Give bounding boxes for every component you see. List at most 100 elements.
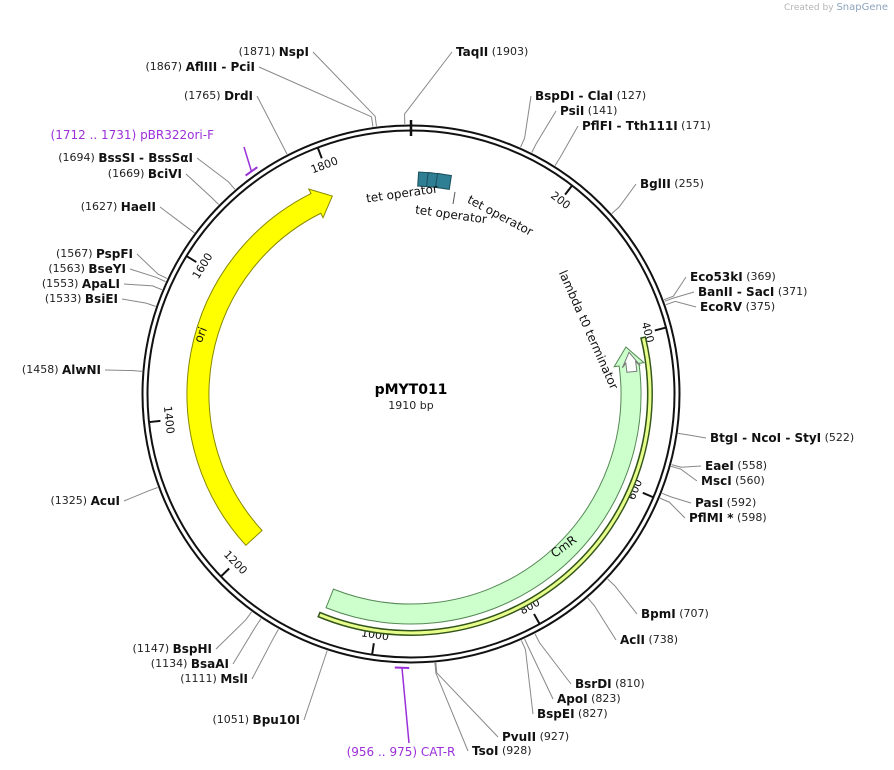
restriction-site: PasI (592) <box>661 492 756 510</box>
plasmid-length: 1910 bp <box>388 399 433 412</box>
restriction-site: (1694) BssSI - BssSαI <box>58 151 236 190</box>
enzyme-position: (369) <box>743 270 776 283</box>
tick-label: 1800 <box>309 154 340 176</box>
restriction-site: (1134) BsaAI <box>151 618 262 671</box>
restriction-site: BspEI (827) <box>520 640 608 721</box>
enzyme-position: (171) <box>678 119 711 132</box>
enzyme-name: AcuI <box>91 494 120 508</box>
enzyme-position: (522) <box>821 431 854 444</box>
restriction-site: (1567) PspFI <box>56 247 168 279</box>
restriction-site-leader <box>434 662 469 752</box>
snapgene-brand: SnapGene <box>836 2 888 13</box>
tet-operator-box <box>434 172 452 191</box>
primers: (1712 .. 1731) pBR322ori-F(956 .. 975) C… <box>51 128 456 759</box>
restriction-site: BanII - SacI (371) <box>664 285 807 302</box>
tick-mark <box>654 326 666 332</box>
enzyme-position: (1567) <box>56 247 96 260</box>
restriction-site-label: BspEI (827) <box>537 707 608 721</box>
restriction-site: (1051) Bpu10I <box>212 650 328 727</box>
enzyme-position: (375) <box>742 300 775 313</box>
restriction-site-label: BanII - SacI (371) <box>698 285 807 299</box>
enzyme-position: (592) <box>723 496 756 509</box>
restriction-site-leader <box>215 611 252 650</box>
enzyme-name: BanII - SacI <box>698 285 774 299</box>
restriction-site-label: (1871) NspI <box>239 45 309 59</box>
enzyme-name: BsrDI <box>575 677 612 691</box>
enzyme-name: TaqII <box>456 45 488 59</box>
restriction-site: (1871) NspI <box>239 45 377 127</box>
restriction-site-leader <box>671 464 702 468</box>
credit-prefix: Created by <box>784 3 834 13</box>
tick-mark <box>186 255 197 263</box>
enzyme-position: (928) <box>498 744 531 757</box>
tick-label: 200 <box>548 189 573 212</box>
enzyme-name: MscI <box>701 474 732 488</box>
enzyme-position: (1669) <box>108 167 148 180</box>
enzyme-name: AclI <box>620 633 645 647</box>
restriction-site-label: BglII (255) <box>640 177 704 191</box>
restriction-site-leader <box>435 662 499 738</box>
enzyme-name: NspI <box>279 45 309 59</box>
restriction-site: (1627) HaeII <box>81 200 195 234</box>
enzyme-name: PflFI - Tth111I <box>582 119 678 133</box>
enzyme-name: ApoI <box>557 692 588 706</box>
restriction-site: BtgI - NcoI - StyI (522) <box>678 431 854 445</box>
restriction-site-leader <box>256 95 288 155</box>
enzyme-name: TsoI <box>472 744 498 758</box>
primer-name: pBR322ori-F <box>140 128 214 142</box>
enzyme-name: AflIII - PciI <box>186 60 255 74</box>
enzyme-position: (1533) <box>45 292 85 305</box>
restriction-site-leader <box>136 253 168 279</box>
tick-mark <box>220 567 230 577</box>
enzyme-position: (1867) <box>146 60 186 73</box>
primer-range: (1712 .. 1731) <box>51 128 141 142</box>
enzyme-name: EaeI <box>705 459 734 473</box>
restriction-site-label: (1134) BsaAI <box>151 657 229 671</box>
tick-label: 1600 <box>190 251 216 282</box>
primer-name: CAT-R <box>421 745 456 759</box>
restriction-site-leader <box>611 183 637 214</box>
enzyme-position: (598) <box>734 511 767 524</box>
restriction-site: MscI (560) <box>670 465 765 488</box>
enzyme-name: BtgI - NcoI - StyI <box>710 431 821 445</box>
enzyme-position: (1694) <box>58 151 98 164</box>
restriction-site-leader <box>123 487 158 502</box>
restriction-site-leader <box>678 432 707 439</box>
primer-leader <box>401 667 410 744</box>
primer-leader <box>243 146 253 172</box>
restriction-site: (1563) BseYI <box>48 262 166 283</box>
restriction-site: (1458) AlwNI <box>22 363 142 377</box>
restriction-site-leader <box>404 51 453 125</box>
restriction-site-label: PvuII (927) <box>502 730 569 744</box>
enzyme-name: BciVI <box>148 167 182 181</box>
tick-mark <box>564 185 573 196</box>
restriction-site-label: (1325) AcuI <box>51 494 121 508</box>
enzyme-name: BglII <box>640 177 671 191</box>
enzyme-position: (1765) <box>184 89 224 102</box>
restriction-site-leader <box>303 650 328 721</box>
enzyme-name: PsiI <box>560 104 584 118</box>
restriction-site-leader <box>520 640 534 715</box>
restriction-site-label: (1458) AlwNI <box>22 363 101 377</box>
restriction-site-leader <box>258 66 374 127</box>
restriction-site-label: EcoRV (375) <box>700 300 775 314</box>
tick-mark <box>533 613 541 625</box>
enzyme-name: DrdI <box>224 89 253 103</box>
restriction-site-label: Eco53kI (369) <box>690 270 776 284</box>
enzyme-position: (1111) <box>180 672 220 685</box>
restriction-site-leader <box>670 465 698 482</box>
enzyme-name: BspDI - ClaI <box>535 89 613 103</box>
restriction-site-label: (1111) MslI <box>180 672 248 686</box>
enzyme-position: (823) <box>588 692 621 705</box>
primer-label: (1712 .. 1731) pBR322ori-F <box>51 128 215 142</box>
enzyme-position: (1553) <box>42 277 82 290</box>
enzyme-position: (810) <box>612 677 645 690</box>
enzyme-name: HaeII <box>121 200 156 214</box>
restriction-site-label: (1553) ApaLI <box>42 277 120 291</box>
restriction-site: EcoRV (375) <box>665 300 775 314</box>
enzyme-name: PspFI <box>96 247 133 261</box>
enzyme-position: (1871) <box>239 45 279 58</box>
restriction-site-label: TaqII (1903) <box>456 45 528 59</box>
restriction-site: BpmI (707) <box>607 578 709 621</box>
